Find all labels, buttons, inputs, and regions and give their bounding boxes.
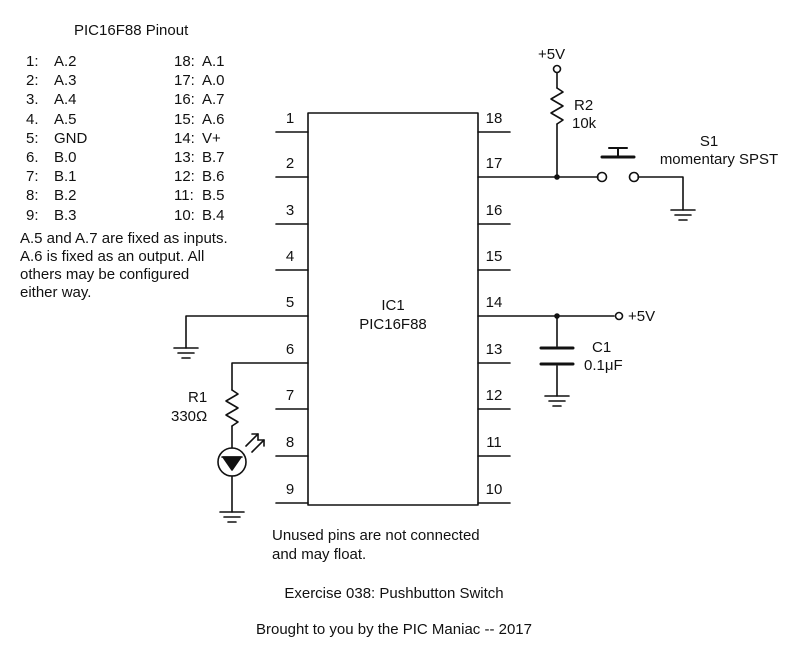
- supply-terminal: [614, 311, 624, 321]
- pin-number: 1: [286, 110, 294, 127]
- supply-right-label: +5V: [628, 308, 655, 325]
- capacitor-c1: [539, 346, 575, 366]
- ground-symbol: [544, 395, 570, 407]
- switch-contact-right: [628, 171, 640, 183]
- note-line: A.5 and A.7 are fixed as inputs.: [20, 230, 228, 247]
- unused-pins-note: and may float.: [272, 546, 366, 563]
- ground-symbol: [173, 347, 199, 359]
- note-line: others may be configured: [20, 266, 190, 283]
- r2-ref-label: R2: [574, 97, 593, 114]
- junction-dot: [554, 174, 560, 180]
- pin-number: 16: [486, 202, 503, 219]
- pinout-row: 14:V+: [174, 129, 221, 147]
- pushbutton-actuator: [600, 147, 636, 159]
- pin-number: 14: [486, 294, 503, 311]
- pin-number: 4: [286, 248, 294, 265]
- ic-part-label: PIC16F88: [359, 316, 427, 333]
- exercise-title: Exercise 038: Pushbutton Switch: [284, 585, 503, 602]
- pinout-row: 15:A.6: [174, 110, 225, 128]
- led-diode-triangle: [222, 456, 242, 471]
- pin-number: 5: [286, 294, 294, 311]
- junction-dot: [554, 313, 560, 319]
- led-light-arrows-icon: [245, 433, 265, 453]
- pin-number: 15: [486, 248, 503, 265]
- pin-number: 17: [486, 155, 503, 172]
- r1-value-label: 330Ω: [171, 408, 207, 425]
- unused-pins-note: Unused pins are not connected: [272, 527, 480, 544]
- pinout-row: 6.B.0: [26, 149, 77, 167]
- pinout-row: 17:A.0: [174, 72, 225, 90]
- pin-number: 8: [286, 434, 294, 451]
- pin-number: 10: [486, 481, 503, 498]
- pin-number: 2: [286, 155, 294, 172]
- note-text: A.5 and A.7 are fixed as inputs. A.6 is …: [20, 230, 228, 302]
- ic-body: [307, 112, 479, 506]
- pin-number: 18: [486, 110, 503, 127]
- pinout-row: 1:A.2: [26, 53, 77, 70]
- s1-ref-label: S1: [700, 133, 718, 150]
- pinout-row: 5:GND: [26, 129, 88, 147]
- supply-top-label: +5V: [538, 46, 565, 63]
- pin-number: 3: [286, 202, 294, 219]
- c1-ref-label: C1: [592, 339, 611, 356]
- pinout-row: 9:B.3: [26, 206, 77, 224]
- wire-pin5-ground: [185, 315, 309, 349]
- pinout-row: 11:B.5: [174, 187, 225, 205]
- r2-value-label: 10k: [572, 115, 597, 132]
- ic-left-pin-numbers: 1 2 3 4 5 6 7 8 9: [286, 110, 294, 498]
- wire-pin6-r1: [231, 362, 309, 391]
- r1-ref-label: R1: [188, 389, 207, 406]
- c1-value-label: 0.1μF: [584, 357, 623, 374]
- ic-right-pin-numbers: 18 17 16 15 14 13 12 11 10: [486, 110, 503, 498]
- pinout-title: PIC16F88 Pinout: [74, 22, 189, 39]
- note-line: A.6 is fixed as an output. All: [20, 248, 205, 265]
- pin-number: 13: [486, 341, 503, 358]
- resistor-r1: [225, 389, 239, 427]
- pinout-row: 13:B.7: [174, 149, 225, 167]
- pin-number: 9: [286, 481, 294, 498]
- pinout-row: 16:A.7: [174, 91, 225, 109]
- resistor-r2: [550, 87, 564, 125]
- pin-number: 7: [286, 387, 294, 404]
- pinout-row: 18:A.1: [174, 53, 225, 70]
- ground-symbol: [670, 209, 696, 221]
- credit-line: Brought to you by the PIC Maniac -- 2017: [256, 621, 532, 638]
- ic-ref-label: IC1: [381, 297, 404, 314]
- pin-number: 12: [486, 387, 503, 404]
- supply-terminal: [552, 64, 562, 74]
- s1-desc-label: momentary SPST: [660, 151, 778, 168]
- pinout-row: 12:B.6: [174, 168, 225, 186]
- note-line: either way.: [20, 284, 92, 301]
- wire-switch-ground: [637, 176, 684, 211]
- pin-number: 11: [486, 434, 502, 451]
- pinout-row: 3.A.4: [26, 91, 77, 109]
- pin-number: 6: [286, 341, 294, 358]
- pinout-row: 2:A.3: [26, 72, 77, 90]
- ground-symbol: [219, 511, 245, 523]
- pinout-row: 10:B.4: [174, 206, 225, 224]
- pinout-row: 4.A.5: [26, 110, 77, 128]
- switch-contact-left: [596, 171, 608, 183]
- pinout-row: 8:B.2: [26, 187, 77, 205]
- pinout-right-column: 18:A.1 17:A.0 16:A.7 15:A.6 14:V+ 13:B.7…: [174, 52, 225, 225]
- pinout-row: 7:B.1: [26, 168, 77, 186]
- pinout-left-column: 1:A.2 2:A.3 3.A.4 4.A.5 5:GND 6.B.0 7:B.…: [26, 52, 87, 225]
